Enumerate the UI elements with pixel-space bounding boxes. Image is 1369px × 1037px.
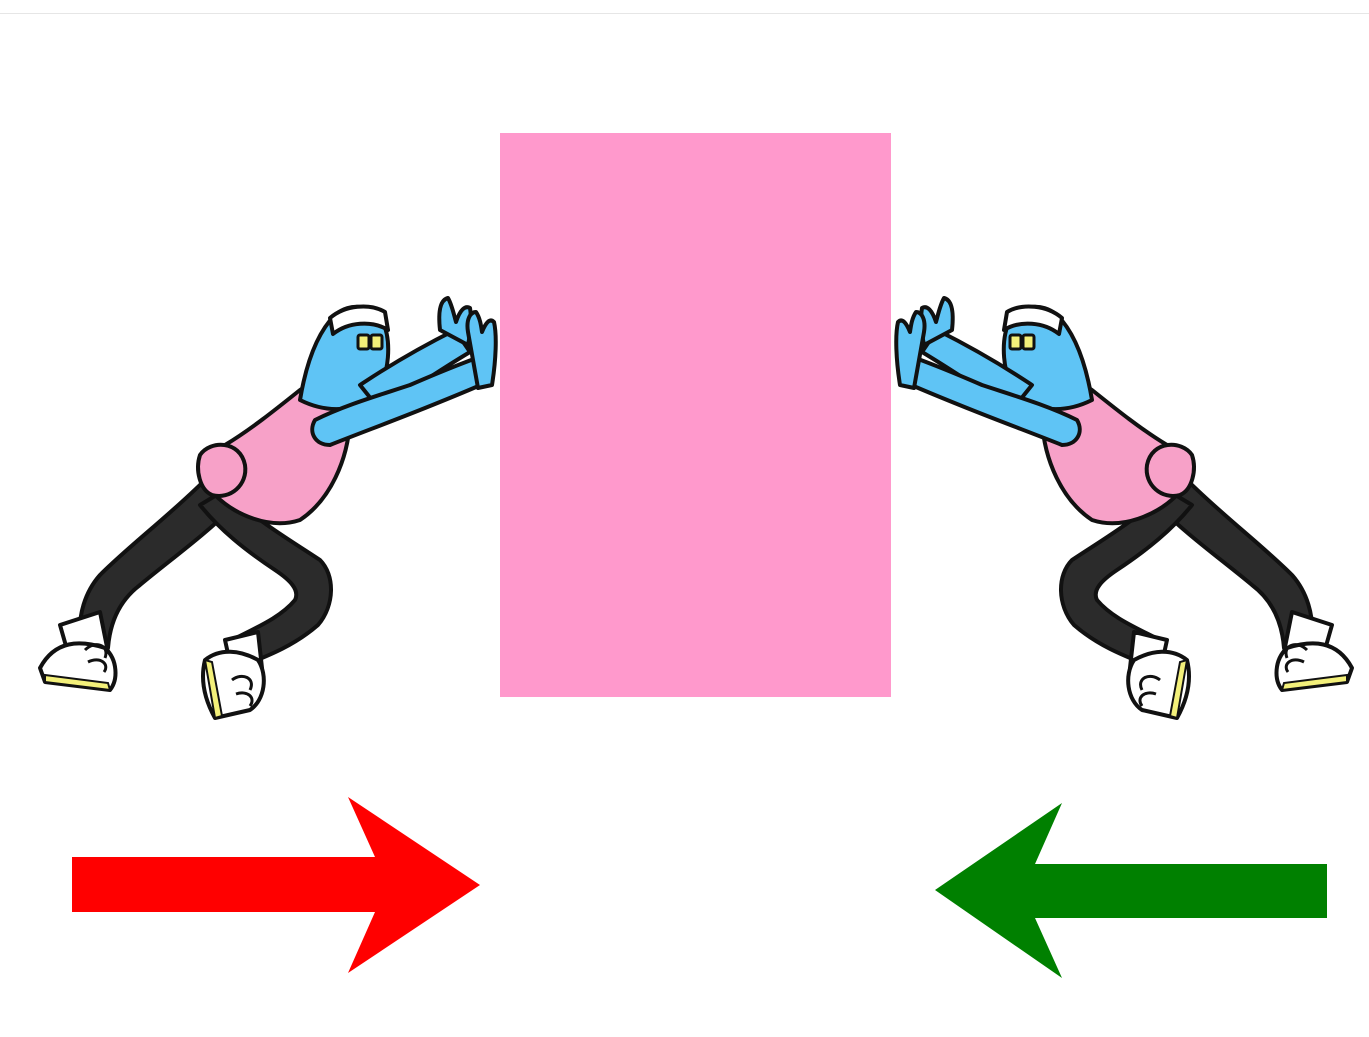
left-pusher-figure [40, 298, 496, 718]
right-pointing-force-arrow [72, 797, 480, 973]
pushed-box [500, 133, 891, 697]
right-pusher-figure [896, 298, 1352, 718]
left-pointing-force-arrow [935, 803, 1327, 978]
